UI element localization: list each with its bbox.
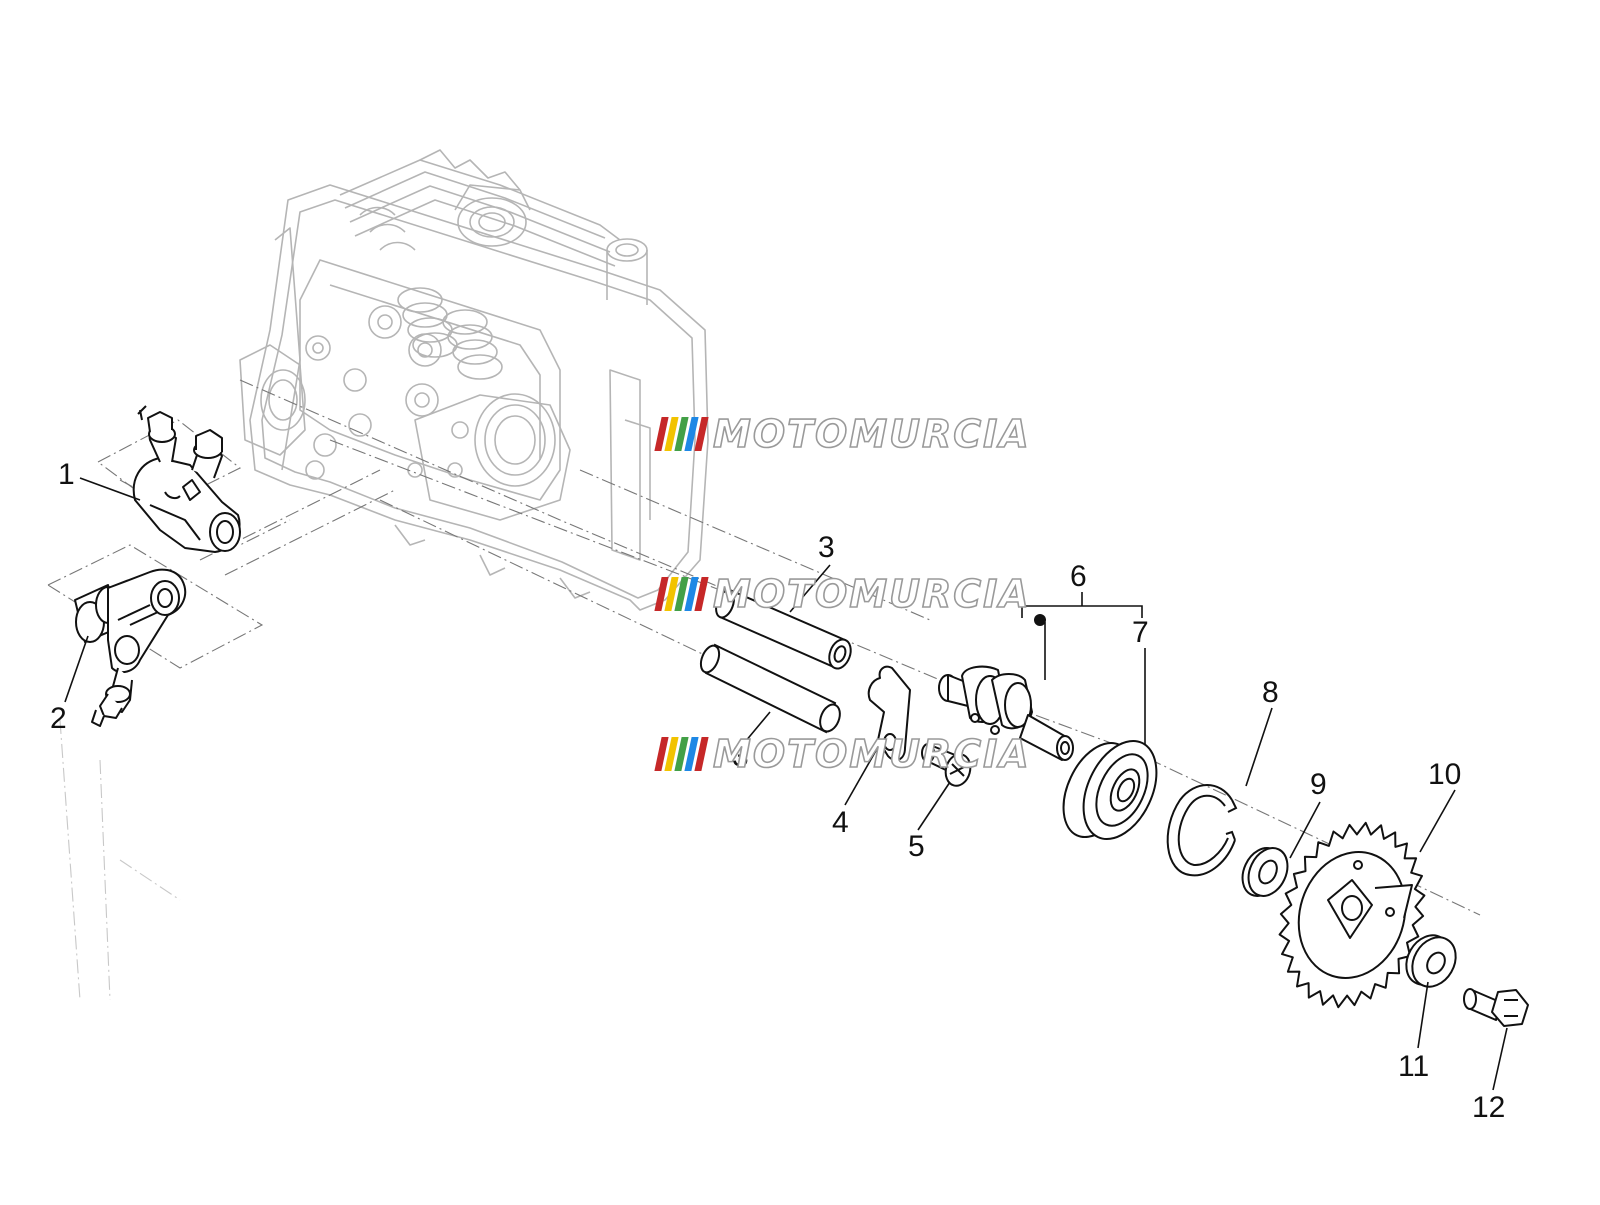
callout-7: 7 [1132, 616, 1149, 649]
watermark-3: MOTOMURCIA [654, 731, 1031, 777]
leader-5 [917, 781, 951, 831]
leader-9 [1289, 801, 1321, 859]
callout-8: 8 [1262, 676, 1279, 709]
callout-5: 5 [908, 830, 925, 863]
callout-3-upper: 3 [818, 531, 835, 564]
leader-3a [789, 564, 831, 613]
leader-1 [79, 477, 141, 501]
watermark-logo-stripes [654, 417, 709, 451]
camshaft [938, 665, 1074, 761]
washer-small [1405, 934, 1457, 988]
watermark-logo-stripes [654, 577, 709, 611]
leader-12 [1492, 1027, 1508, 1091]
callout-4: 4 [832, 806, 849, 839]
rocker-pin-upper [715, 588, 852, 670]
watermark-2: MOTOMURCIA [654, 571, 1031, 617]
valve-springs [397, 287, 503, 380]
callout-2: 2 [50, 702, 67, 735]
leader-lines [64, 477, 1508, 1091]
watermark-1: MOTOMURCIA [654, 411, 1031, 457]
cylinder-head-ghost [239, 149, 709, 611]
leader-8 [1245, 707, 1273, 787]
leader-3b [744, 711, 771, 743]
leader-10 [1419, 789, 1456, 853]
circlip [1166, 784, 1238, 877]
watermark-text: MOTOMURCIA [712, 571, 1031, 617]
callout-11: 11 [1398, 1050, 1430, 1083]
callout-12: 12 [1472, 1091, 1506, 1124]
retainer-plate [867, 665, 911, 762]
bolt [1463, 988, 1529, 1027]
screw [921, 743, 972, 787]
callout-6: 6 [1070, 560, 1087, 593]
watermark-text: MOTOMURCIA [712, 731, 1031, 777]
watermark-text: MOTOMURCIA [712, 411, 1031, 457]
sprocket [1278, 821, 1426, 1009]
washer [1241, 847, 1289, 897]
rocker-pin-lower [699, 643, 841, 734]
callout-1: 1 [58, 458, 75, 491]
bearing [1062, 739, 1158, 841]
kit-marker-dot [1034, 614, 1046, 626]
callout-9: 9 [1310, 768, 1327, 801]
leader-2 [64, 635, 89, 703]
leader-4 [844, 739, 883, 806]
rocker-arm-lower [74, 568, 187, 727]
alignment-lines [46, 379, 1481, 1001]
leader-6-bracket [1021, 592, 1143, 618]
watermark-logo-stripes [654, 737, 709, 771]
callout-3-lower: 3 [732, 740, 749, 773]
callout-10: 10 [1428, 758, 1462, 791]
leader-11 [1417, 981, 1429, 1049]
rocker-arm-upper [132, 405, 241, 553]
